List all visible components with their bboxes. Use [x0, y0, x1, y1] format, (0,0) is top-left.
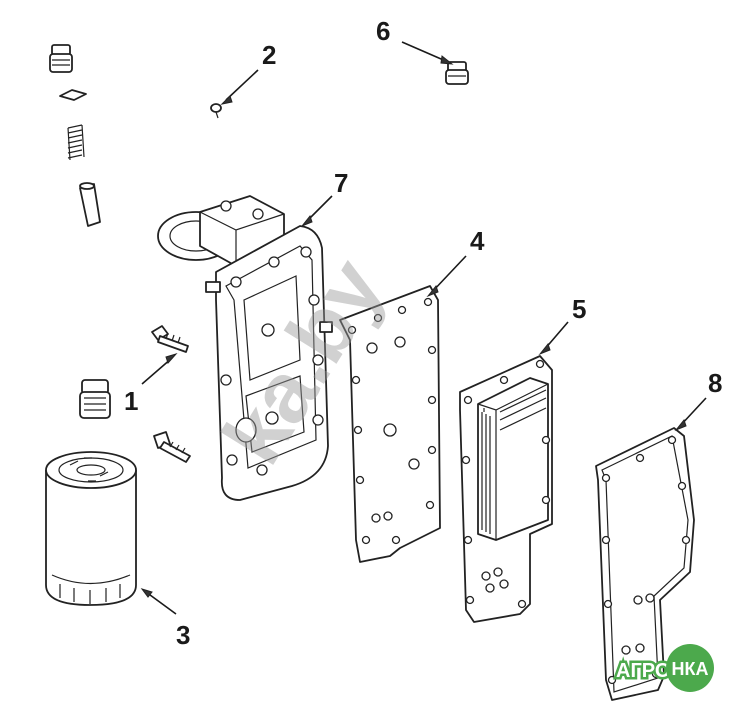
gasket-cooler-cover [595, 427, 695, 701]
screw-small [210, 103, 222, 119]
callout-2: 2 [262, 40, 276, 70]
gasket-cooler-housing [339, 285, 441, 563]
callout-3: 3 [176, 620, 190, 650]
spring [67, 124, 85, 161]
callout-8: 8 [708, 368, 722, 398]
bolt-upper [151, 325, 189, 353]
logo-circle [666, 644, 714, 692]
plug-right-top [445, 61, 469, 85]
callout-7: 7 [334, 168, 348, 198]
piston-valve [79, 182, 101, 227]
callout-1: 1 [124, 386, 138, 416]
logo-right-text: НКА [672, 659, 709, 679]
plug-top-left [49, 44, 73, 73]
leader-arrows [140, 41, 707, 615]
callout-6: 6 [376, 16, 390, 46]
oil-filter [45, 451, 137, 606]
filter-head-housing [157, 195, 333, 501]
oil-cooler [459, 355, 553, 623]
logo-left-text: АГРО [616, 660, 670, 682]
callout-5: 5 [572, 294, 586, 324]
bolt-lower [153, 431, 191, 463]
washer-small [59, 89, 87, 101]
callout-4: 4 [470, 226, 485, 256]
drain-plug [79, 379, 111, 419]
agronka-logo: АГРО НКА [614, 644, 714, 692]
